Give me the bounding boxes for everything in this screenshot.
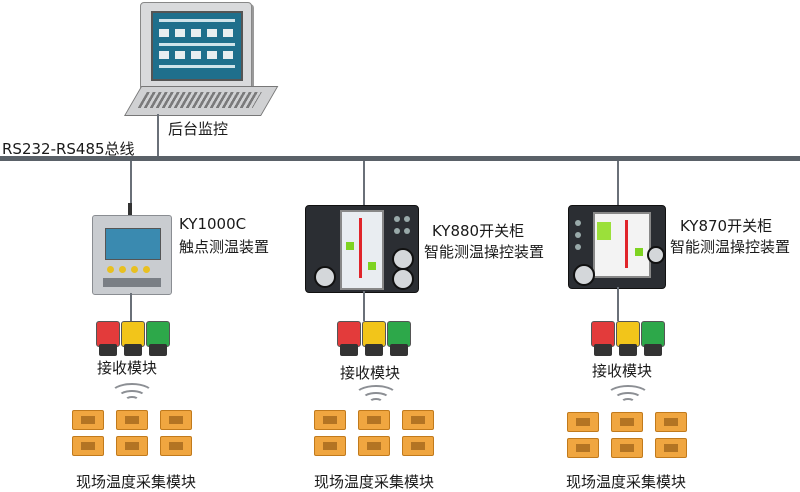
temperature-sensor-icon: [358, 410, 390, 430]
temperature-sensor-icon: [72, 436, 104, 456]
bus-line: [0, 156, 800, 161]
temperature-sensor-group-1: [72, 410, 202, 470]
receiver-label-3: 接收模块: [592, 362, 653, 380]
connector-rx3: [617, 287, 619, 321]
keyboard-icon: [124, 86, 279, 116]
temperature-sensor-icon: [72, 410, 104, 430]
connector-dev2: [363, 161, 365, 205]
receiver-module-icon: [96, 321, 176, 357]
temperature-sensor-group-2: [314, 410, 444, 470]
sensor-label-3: 现场温度采集模块: [566, 473, 687, 491]
sensor-label-1: 现场温度采集模块: [76, 473, 197, 491]
receiver-label-1: 接收模块: [97, 359, 158, 377]
device-icon-ky1000c: [92, 215, 172, 295]
wireless-signal-icon: [110, 383, 154, 413]
dev3-label-desc: 智能测温操控装置: [670, 238, 791, 256]
dev1-label-desc: 触点测温装置: [179, 238, 270, 256]
receiver-module-icon: [337, 321, 417, 357]
bus-label: RS232-RS485总线: [2, 140, 135, 158]
temperature-sensor-icon: [655, 438, 687, 458]
connector-dev1: [130, 161, 132, 203]
temperature-sensor-icon: [314, 410, 346, 430]
dev3-label-model: KY870开关柜: [680, 217, 773, 235]
connector-rx1: [130, 293, 132, 321]
receiver-module-icon: [591, 321, 671, 357]
temperature-sensor-icon: [567, 412, 599, 432]
monitor-screen: [151, 11, 243, 81]
temperature-sensor-icon: [358, 436, 390, 456]
temperature-sensor-icon: [567, 438, 599, 458]
connector-rx2: [363, 291, 365, 321]
receiver-label-2: 接收模块: [340, 364, 401, 382]
dev2-label-desc: 智能测温操控装置: [424, 243, 545, 261]
wireless-signal-icon: [354, 385, 398, 415]
wireless-signal-icon: [606, 385, 650, 415]
sensor-label-2: 现场温度采集模块: [314, 473, 435, 491]
backend-label: 后台监控: [168, 120, 229, 138]
temperature-sensor-icon: [160, 436, 192, 456]
temperature-sensor-icon: [314, 436, 346, 456]
temperature-sensor-icon: [655, 412, 687, 432]
temperature-sensor-icon: [611, 412, 643, 432]
dev1-label-model: KY1000C: [179, 215, 247, 233]
temperature-sensor-icon: [160, 410, 192, 430]
temperature-sensor-icon: [116, 410, 148, 430]
connector-dev3: [617, 161, 619, 205]
temperature-sensor-icon: [611, 438, 643, 458]
temperature-sensor-group-3: [567, 412, 697, 472]
device-icon-ky870: [568, 205, 666, 289]
temperature-sensor-icon: [402, 436, 434, 456]
device-icon-ky880: [305, 205, 419, 293]
temperature-sensor-icon: [402, 410, 434, 430]
backend-connector: [157, 114, 159, 156]
temperature-sensor-icon: [116, 436, 148, 456]
computer-icon: [140, 2, 252, 94]
antenna-icon: [128, 203, 132, 217]
dev2-label-model: KY880开关柜: [432, 222, 525, 240]
